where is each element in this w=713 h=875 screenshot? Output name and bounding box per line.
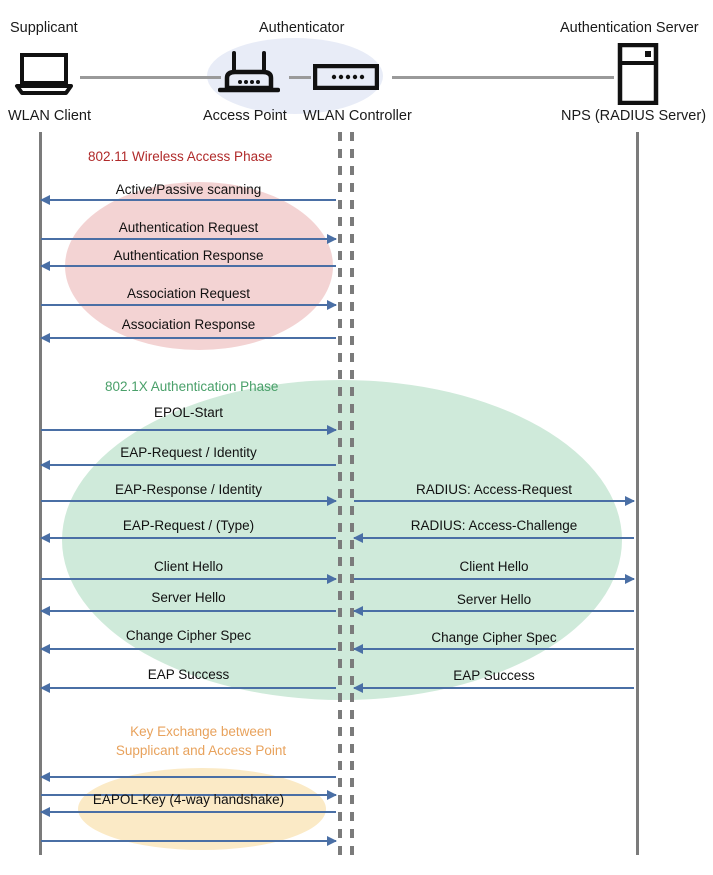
authenticator-lifeline-a	[338, 132, 342, 855]
msg-authentication-request: Authentication Request	[118, 220, 259, 235]
msg-radius-access-request: RADIUS: Access-Request	[415, 482, 573, 497]
node-label-nps-radius-server: NPS (RADIUS Server)	[561, 108, 707, 124]
arrow-server-hello-right	[353, 606, 634, 616]
phase-caption-wireless-access: 802.11 Wireless Access Phase	[88, 149, 273, 164]
arrow-eapol-key-4	[41, 836, 337, 846]
msg-association-request: Association Request	[126, 286, 251, 301]
arrow-eapol-key-1	[40, 772, 336, 782]
auth-server-lifeline	[636, 132, 639, 855]
msg-eap-request-type: EAP-Request / (Type)	[122, 518, 255, 533]
arrow-authentication-response	[40, 261, 336, 271]
arrow-epol-start	[41, 425, 337, 435]
msg-eap-success-left: EAP Success	[147, 667, 230, 682]
msg-authentication-response: Authentication Response	[113, 248, 264, 263]
arrow-eapol-key-2	[41, 790, 337, 800]
arrow-eap-success-left	[40, 683, 336, 693]
access-point-icon	[218, 50, 280, 98]
wire-ap-to-controller	[289, 76, 311, 79]
msg-eap-request-identity: EAP-Request / Identity	[120, 445, 257, 460]
arrow-eap-request-type	[40, 533, 336, 543]
msg-eap-response-identity: EAP-Response / Identity	[114, 482, 263, 497]
wlan-controller-icon	[313, 64, 379, 90]
msg-change-cipher-spec-left: Change Cipher Spec	[125, 628, 252, 643]
msg-server-hello-left: Server Hello	[151, 590, 226, 605]
phase-caption-key-exchange: Key Exchange between Supplicant and Acce…	[96, 722, 306, 760]
supplicant-lifeline	[39, 132, 42, 855]
msg-change-cipher-spec-right: Change Cipher Spec	[431, 630, 557, 645]
msg-epol-start: EPOL-Start	[153, 405, 224, 420]
phase-caption-key-exchange-line2: Supplicant and Access Point	[115, 743, 287, 758]
phase-caption-dot1x-auth: 802.1X Authentication Phase	[105, 379, 279, 394]
arrow-client-hello-right	[354, 574, 635, 584]
msg-client-hello-left: Client Hello	[153, 559, 224, 574]
msg-server-hello-right: Server Hello	[456, 592, 532, 607]
node-label-access-point: Access Point	[203, 108, 287, 124]
node-label-wlan-client: WLAN Client	[8, 108, 91, 124]
phase-blob-dot1x-auth	[62, 380, 622, 700]
arrow-radius-access-request	[354, 496, 635, 506]
arrow-eap-response-identity	[41, 496, 337, 506]
authenticator-lifeline-b	[350, 132, 354, 855]
wire-controller-to-server	[392, 76, 614, 79]
role-title-authentication-server: Authentication Server	[560, 20, 699, 36]
msg-radius-access-challenge: RADIUS: Access-Challenge	[410, 518, 578, 533]
laptop-icon	[13, 52, 75, 96]
phase-caption-key-exchange-line1: Key Exchange between	[130, 724, 272, 739]
role-title-supplicant: Supplicant	[10, 20, 78, 36]
msg-client-hello-right: Client Hello	[459, 559, 529, 574]
server-icon	[617, 43, 659, 105]
msg-eap-success-right: EAP Success	[453, 668, 535, 683]
arrow-authentication-request	[41, 234, 337, 244]
arrow-active-passive-scanning	[40, 195, 336, 205]
arrow-eap-success-right	[353, 683, 634, 693]
arrow-change-cipher-spec-right	[353, 644, 634, 654]
role-title-authenticator: Authenticator	[259, 20, 345, 36]
arrow-eapol-key-3	[40, 807, 336, 817]
arrow-server-hello-left	[40, 606, 336, 616]
arrow-client-hello-left	[41, 574, 337, 584]
arrow-association-response	[40, 333, 336, 343]
arrow-change-cipher-spec-left	[40, 644, 336, 654]
msg-eapol-key-4way-handshake: EAPOL-Key (4-way handshake)	[92, 792, 285, 807]
arrow-radius-access-challenge	[353, 533, 634, 543]
msg-active-passive-scanning: Active/Passive scanning	[115, 182, 262, 197]
phase-blob-key-exchange	[78, 768, 326, 850]
arrow-eap-request-identity	[40, 460, 336, 470]
wire-client-to-ap	[80, 76, 221, 79]
arrow-association-request	[41, 300, 337, 310]
node-label-wlan-controller: WLAN Controller	[303, 108, 412, 124]
msg-association-response: Association Response	[121, 317, 256, 332]
